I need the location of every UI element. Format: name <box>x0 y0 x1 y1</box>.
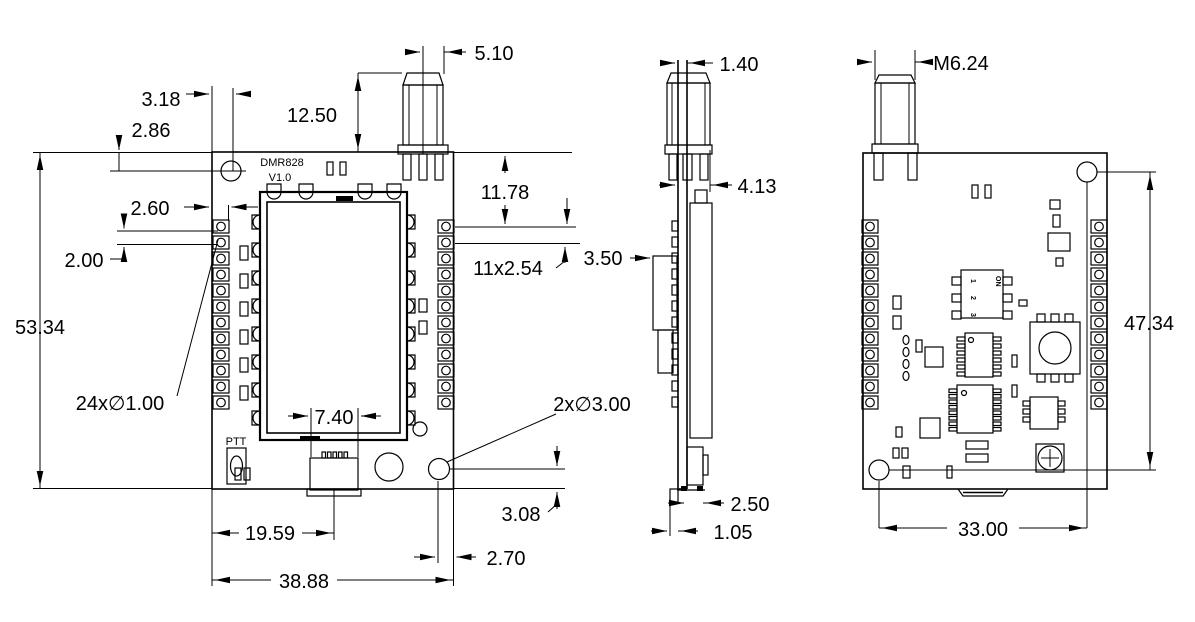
dim-board-width: 38.88 <box>279 571 329 593</box>
usb-connector-back <box>957 488 1009 497</box>
dim-usb-center: 19.59 <box>245 523 295 545</box>
side-left-component-lower <box>657 329 674 374</box>
dim-usb-width: 7.40 <box>315 407 354 429</box>
ic-small <box>1022 396 1066 430</box>
dim-component-height: 3.50 <box>584 248 623 270</box>
module-name-label: DMR828 <box>260 157 303 169</box>
side-small-step <box>694 189 708 204</box>
dim-hole-span-v: 47.34 <box>1124 313 1174 335</box>
dim-pcb-thickness: 1.40 <box>720 54 759 76</box>
dim-ant-height: 12.50 <box>287 105 337 127</box>
back-board-outline <box>862 152 1108 490</box>
dim-pad-inset: 2.60 <box>131 198 170 220</box>
usb-connector-front <box>306 451 362 497</box>
dim-pad-pitch: 11x2.54 <box>473 258 543 280</box>
back-pin-pad-column-right <box>1090 219 1108 410</box>
dip-2-label: 2 <box>969 296 976 300</box>
shield-frame <box>258 190 409 442</box>
usb-connector-side <box>669 446 709 504</box>
vco-can <box>1029 313 1081 383</box>
back-bottom-left-hole <box>868 459 890 481</box>
dim-mount-holes: 2x∅3.00 <box>553 394 630 416</box>
back-antenna-connector <box>871 74 919 181</box>
front-bottom-right-mount-hole <box>427 457 451 481</box>
back-dimensions: M6.24 47.34 33.00 <box>857 50 1174 541</box>
shield-castellations <box>251 183 416 426</box>
side-view <box>652 60 713 504</box>
dim-bottom-clearance: 1.05 <box>714 522 753 544</box>
dim-hole-offset-x: 3.18 <box>142 89 181 111</box>
front-view: DMR828 V1.0 <box>211 72 455 497</box>
back-top-right-hole <box>1076 161 1098 183</box>
back-top-pads <box>971 184 992 199</box>
dim-hole-offset-right: 2.70 <box>487 548 526 570</box>
shield-bottom-mark <box>300 436 320 441</box>
side-antenna-connector <box>664 72 713 181</box>
back-view: ON 1 2 3 <box>861 74 1108 497</box>
trimmer-pot <box>1035 443 1065 473</box>
dim-hole-offset-bottom: 3.08 <box>502 504 541 526</box>
dim-usb-height: 2.50 <box>731 494 770 516</box>
dip-3-label: 3 <box>969 313 976 317</box>
side-dimensions: 1.40 4.13 3.50 2.50 1.05 <box>584 54 777 544</box>
dim-ant-pin-span: 5.10 <box>475 43 514 65</box>
side-left-component-upper <box>652 255 678 331</box>
back-passive-components <box>892 199 1071 479</box>
dim-ant-offset: 4.13 <box>738 176 777 198</box>
front-top-pads <box>326 161 347 176</box>
front-passive-components <box>234 245 428 481</box>
ic-sop <box>956 332 1002 378</box>
ic-mcu <box>948 384 1002 434</box>
dip-switch: ON 1 2 3 <box>951 269 1013 320</box>
ptt-label: PTT <box>226 436 247 448</box>
dim-hole-offset-y: 2.86 <box>132 120 171 142</box>
module-version-label: V1.0 <box>269 172 292 184</box>
back-pin-pad-column-left <box>861 219 879 410</box>
small-hole <box>412 421 428 437</box>
dim-first-pad-offset: 11.78 <box>481 182 530 204</box>
dip-1-label: 1 <box>969 279 976 283</box>
speaker-hole <box>374 452 404 482</box>
dim-ant-thread: M6.24 <box>933 53 989 75</box>
ptt-button: PTT <box>226 436 247 485</box>
shield-top-mark <box>336 196 353 201</box>
dim-pad-gap: 2.00 <box>65 250 104 272</box>
dim-board-height: 53.34 <box>15 317 65 339</box>
side-shield-profile <box>689 202 713 439</box>
dim-pin-holes: 24x∅1.00 <box>76 393 165 415</box>
front-dimensions: 53.34 3.18 2.86 2.60 2.00 24x∅1.00 5.10 <box>15 43 631 593</box>
dim-hole-span-h: 33.00 <box>958 519 1008 541</box>
shield-can <box>266 201 401 434</box>
front-pin-pad-column-right <box>437 219 455 410</box>
dip-on-label: ON <box>994 276 1001 287</box>
